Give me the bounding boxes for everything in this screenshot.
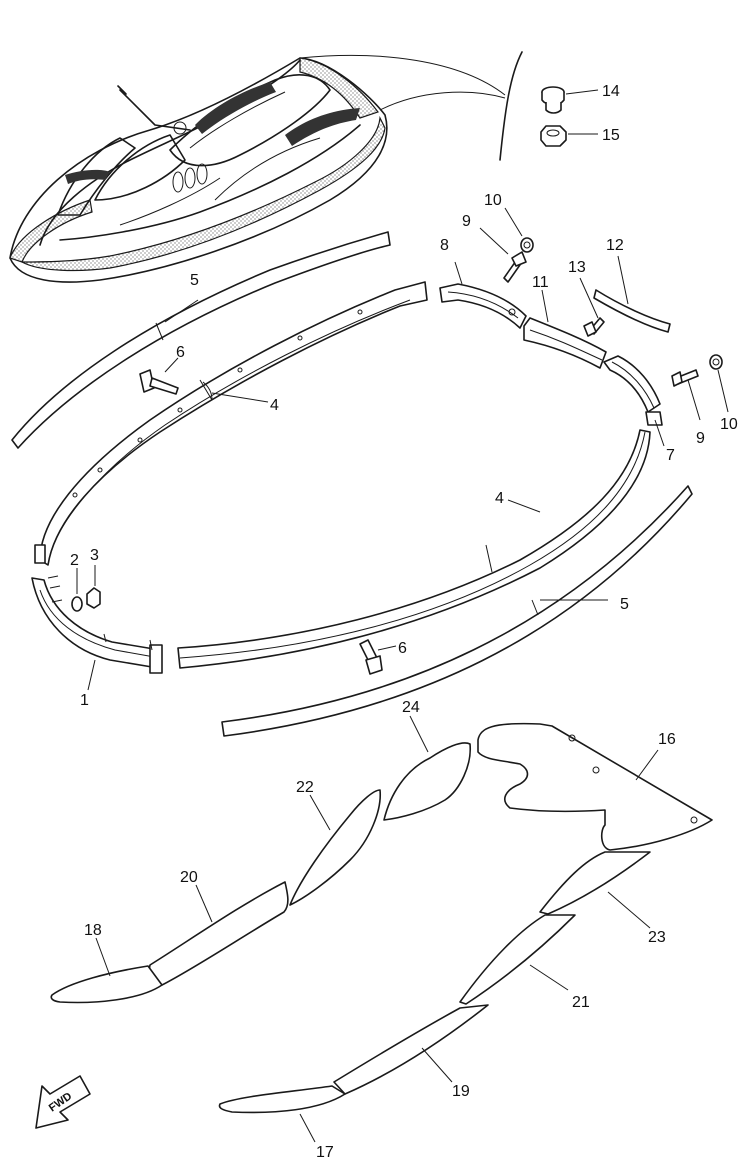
callout-20: 20 <box>180 869 198 886</box>
part-19-mat <box>333 1004 489 1095</box>
callout-6-lower: 6 <box>398 640 407 657</box>
callout-8: 8 <box>440 237 449 254</box>
part-21-mat <box>459 914 576 1005</box>
part-2-washer <box>71 568 83 612</box>
callout-1: 1 <box>80 692 89 709</box>
part-23-mat <box>539 851 651 929</box>
detail-bracket <box>299 51 523 161</box>
callout-2: 2 <box>70 552 79 569</box>
part-15-nut <box>540 125 598 147</box>
part-11-bracket <box>523 289 607 369</box>
part-10-collar-lower <box>709 354 729 413</box>
part-1-rear-corner <box>31 544 163 691</box>
part-18-mat <box>50 937 163 1004</box>
part-14-collar <box>541 86 599 114</box>
callout-7: 7 <box>666 447 675 464</box>
part-5-lower-strip <box>221 485 693 737</box>
callout-3: 3 <box>90 547 99 564</box>
callout-10-upper: 10 <box>484 192 502 209</box>
part-8-bracket <box>439 261 527 329</box>
callout-24: 24 <box>402 699 420 716</box>
part-22-mat <box>289 789 381 906</box>
callout-16: 16 <box>658 731 676 748</box>
part-5-upper-strip <box>11 231 391 449</box>
callout-23: 23 <box>648 929 666 946</box>
callout-18: 18 <box>84 922 102 939</box>
callout-10-lower: 10 <box>720 416 738 433</box>
callout-13: 13 <box>568 259 586 276</box>
callout-21: 21 <box>572 994 590 1011</box>
fwd-direction-arrow: FWD <box>35 1075 91 1129</box>
part-6-bolt-upper <box>139 357 179 395</box>
callout-17: 17 <box>316 1144 334 1161</box>
rail-studs <box>47 309 363 651</box>
watercraft-illustration <box>9 57 388 283</box>
part-9-rivet-upper <box>479 227 527 283</box>
part-24-mat <box>383 715 471 821</box>
part-12-strip <box>593 255 671 333</box>
callout-12: 12 <box>606 237 624 254</box>
callout-15: 15 <box>602 127 620 144</box>
part-7-bracket <box>603 355 665 447</box>
callout-9-upper: 9 <box>462 213 471 230</box>
callout-labels: 1 2 3 4 4 5 5 6 6 7 8 9 9 10 10 11 12 13… <box>70 83 738 1161</box>
part-16-mat <box>477 722 713 851</box>
callout-5-lower: 5 <box>620 596 629 613</box>
callout-14: 14 <box>602 83 620 100</box>
part-4-rub-rail-upper <box>39 281 428 566</box>
callout-4-lower: 4 <box>495 490 504 507</box>
part-10-collar-upper <box>504 207 534 253</box>
callout-4-upper: 4 <box>270 397 279 414</box>
part-4-rub-rail-lower <box>177 429 651 669</box>
part-6-bolt-lower <box>359 639 397 675</box>
part-9-rivet-lower <box>671 369 701 421</box>
callout-11: 11 <box>532 274 549 291</box>
callout-5-upper: 5 <box>190 272 199 289</box>
part-20-mat <box>148 881 289 986</box>
callout-22: 22 <box>296 779 314 796</box>
callout-19: 19 <box>452 1083 470 1100</box>
callout-6-upper: 6 <box>176 344 185 361</box>
part-13-rivet <box>579 277 605 337</box>
callout-9-lower: 9 <box>696 430 705 447</box>
part-17-mat <box>218 1085 346 1143</box>
part-3-nut <box>86 565 101 609</box>
